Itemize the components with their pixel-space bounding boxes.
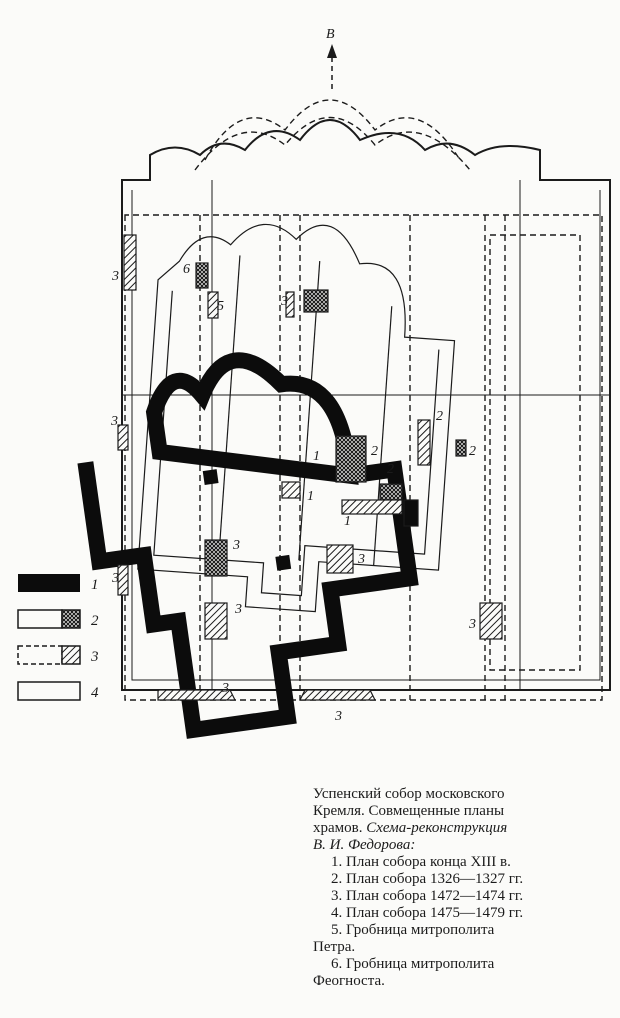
north-arrow: В (326, 27, 337, 92)
plan-markers: 1 1 1 2 2 2 2 3 3 3 3 3 3 3 3 3 3 5 6 (110, 262, 476, 724)
figure-caption: Успенский собор московского Кремля. Совм… (313, 786, 613, 990)
marker-3: 3 (357, 552, 365, 567)
marker-3: 3 (111, 571, 119, 586)
marker-5: 5 (217, 299, 224, 314)
svg-text:2: 2 (91, 613, 99, 629)
plan-1-walls (77, 352, 419, 739)
cathedral-plan-diagram: В (17, 27, 611, 739)
legend-item-1: 1 (18, 574, 99, 593)
plan-4-walls (121, 119, 611, 691)
marker-2: 2 (469, 444, 476, 459)
marker-3: 3 (111, 269, 119, 284)
marker-3: 3 (232, 538, 240, 553)
marker-2: 2 (387, 462, 394, 477)
marker-1: 1 (307, 489, 314, 504)
marker-1: 1 (344, 514, 351, 529)
caption-item: 3. План собора 1472—1474 гг. (331, 888, 524, 904)
marker-6: 6 (183, 262, 190, 277)
north-label: В (326, 27, 335, 42)
caption-item: 2. План собора 1326—1327 гг. (331, 871, 524, 887)
caption-line: Успенский собор московского (313, 786, 505, 802)
marker-3: 3 (468, 617, 476, 632)
marker-2: 2 (371, 444, 378, 459)
marker-3: 3 (334, 709, 342, 724)
marker-3: 3 (110, 414, 118, 429)
caption-author: В. И. Федорова: (313, 837, 416, 853)
caption-item: 1. План собора конца XIII в. (331, 854, 511, 870)
caption-item: 4. План собора 1475—1479 гг. (331, 905, 524, 921)
caption-line: храмов. Схема-реконструкция (313, 820, 508, 836)
svg-text:4: 4 (91, 685, 99, 701)
svg-text:1: 1 (91, 577, 99, 593)
marker-3: 3 (234, 602, 242, 617)
marker-3: 3 (221, 681, 229, 696)
legend-item-4: 4 (17, 681, 99, 701)
caption-list: 1. План собора конца XIII в. 2. План соб… (313, 854, 613, 990)
marker-2: 2 (436, 409, 443, 424)
legend-item-3: 3 (17, 645, 99, 665)
legend-item-2: 2 (17, 609, 99, 629)
marker-1: 1 (313, 449, 320, 464)
legend: 1 2 3 4 (17, 574, 99, 701)
svg-text:3: 3 (90, 649, 99, 665)
marker-3: 3 (280, 294, 288, 309)
caption-line: Кремля. Совмещенные планы (313, 803, 505, 819)
plan-details (117, 234, 503, 701)
